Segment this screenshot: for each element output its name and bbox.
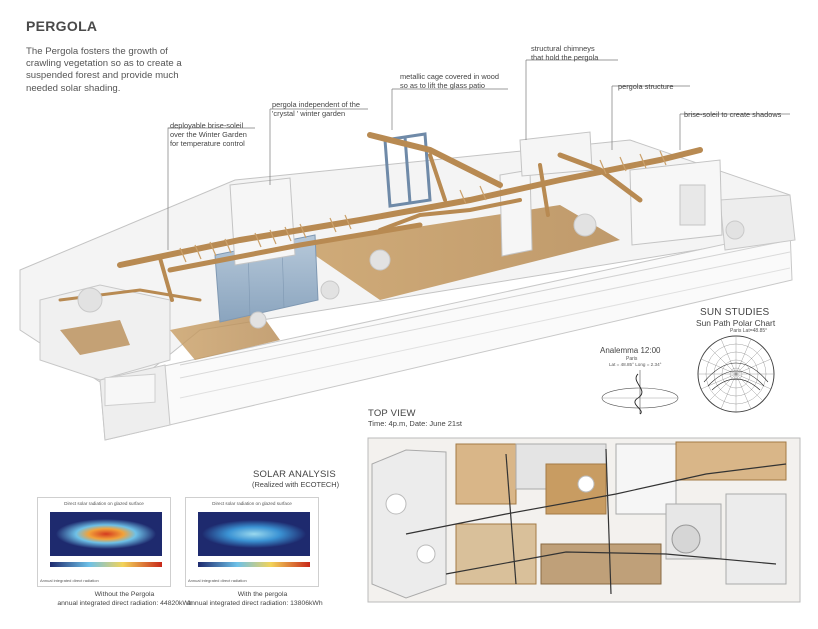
caption-without-title: Without the Pergola: [94, 591, 155, 598]
panel-heading: Direct solar radiation on glazed surface: [212, 501, 292, 506]
legend-text-without: Annual integrated direct radiation: [40, 578, 99, 583]
caption-with-value: annual integrated direct radiation: 1380…: [187, 600, 323, 607]
polar-chart-label: Paris Lat=48.85°: [730, 328, 768, 334]
pergola-slats: [179, 150, 667, 263]
sun-path-subtitle: Sun Path Polar Chart: [696, 318, 776, 328]
analemma-diagram: [601, 370, 679, 415]
pergola-beams: [58, 132, 703, 302]
sun-path-polar-chart: [697, 335, 775, 413]
top-view-title: TOP VIEW: [368, 408, 416, 419]
trees: [77, 213, 745, 329]
solar-analysis-subtitle: (Realized with ECOTECH): [252, 480, 340, 489]
leader-lines: [167, 59, 790, 250]
analemma-title: Analemma 12:00: [600, 346, 661, 355]
top-view-plan: [367, 437, 801, 603]
callout-pergola-independent: pergola independent of the 'crystal ' wi…: [272, 100, 360, 118]
solar-panel-with: Direct solar radiation on glazed surface: [185, 497, 319, 587]
legend-text-with: Annual integrated direct radiation: [188, 578, 247, 583]
callout-pergola-structure: pergola structure: [618, 82, 674, 91]
solar-analysis-title: SOLAR ANALYSIS: [253, 469, 336, 480]
solar-panel-without: Direct solar radiation on glazed surface: [37, 497, 171, 587]
heatmap-without: [50, 512, 162, 567]
metallic-cage: [383, 132, 432, 208]
intro-text: The Pergola fosters the growth of crawli…: [26, 46, 182, 94]
callout-brise-soleil: deployable brise-soleil over the Winter …: [170, 121, 247, 148]
caption-without-value: annual integrated direct radiation: 4482…: [57, 600, 193, 607]
analemma-place: Paris: [626, 356, 638, 362]
analemma-coords: Lat = 48.85° Long = 2.34°: [609, 362, 662, 367]
sun-studies-title: SUN STUDIES: [700, 307, 770, 318]
page-title: PERGOLA: [26, 18, 98, 34]
top-view-subtitle: Time: 4p.m, Date: June 21st: [368, 419, 462, 428]
panel-heading: Direct solar radiation on glazed surface: [64, 501, 144, 506]
caption-with-title: With the pergola: [237, 591, 288, 598]
heatmap-with: [198, 512, 310, 567]
callout-brise-soleil-shadows: brise-soleil to create shadows: [684, 110, 782, 119]
callout-structural-chimneys: structural chimneys that hold the pergol…: [531, 44, 599, 62]
callout-metallic-cage: metallic cage covered in wood so as to l…: [400, 72, 500, 90]
